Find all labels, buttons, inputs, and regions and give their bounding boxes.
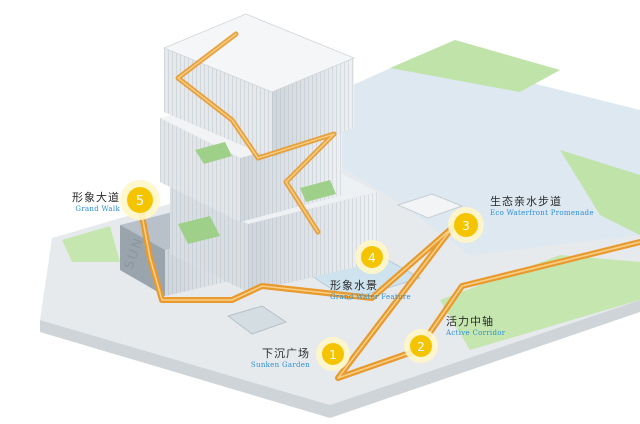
lawn-south [440,255,640,350]
lawn-top [390,40,560,92]
marker-4: 4 [355,240,389,274]
marker-5: 5 [120,180,160,220]
terrace-green-2 [178,216,220,244]
marker-5-number: 5 [136,194,144,209]
marker-1-number: 1 [329,348,337,362]
label-grand-walk-cn: 形象大道 [72,191,120,204]
label-eco-waterfront-en: Eco Waterfront Promenade [490,209,594,217]
terrace-green-3 [300,180,336,202]
label-grand-water-feature-en: Grand Water Feature [330,293,411,301]
marker-2: 2 [404,329,438,363]
terrace-green-1 [195,142,232,164]
lawn-east [560,150,640,235]
label-active-corridor-cn: 活力中轴 [446,315,494,328]
label-eco-waterfront: 生态亲水步道 Eco Waterfront Promenade [490,196,594,217]
sunken-garden [226,305,288,335]
top-block [162,13,356,158]
marker-3: 3 [448,207,484,243]
waterfront-pavilion [396,193,464,219]
label-sunken-garden-cn: 下沉广场 [262,347,310,360]
marker-2-number: 2 [417,340,425,354]
label-active-corridor-en: Active Corridor [446,329,506,337]
label-grand-walk-en: Grand Walk [75,205,120,213]
label-grand-walk: 形象大道 Grand Walk [72,192,120,213]
label-sunken-garden-en: Sunken Garden [250,361,310,369]
building-promenade [175,31,337,235]
marker-1: 1 [316,337,350,371]
label-eco-waterfront-cn: 生态亲水步道 [490,195,562,208]
lawn-west [62,226,120,262]
marker-4-number: 4 [368,251,376,265]
marker-3-number: 3 [462,219,470,233]
label-active-corridor: 活力中轴 Active Corridor [446,316,505,337]
label-sunken-garden: 下沉广场 Sunken Garden [251,348,310,369]
label-grand-water-feature: 形象水景 Grand Water Feature [330,280,411,301]
ground-path [137,202,640,381]
site-base-edge [40,300,640,418]
label-grand-water-feature-cn: 形象水景 [330,279,378,292]
